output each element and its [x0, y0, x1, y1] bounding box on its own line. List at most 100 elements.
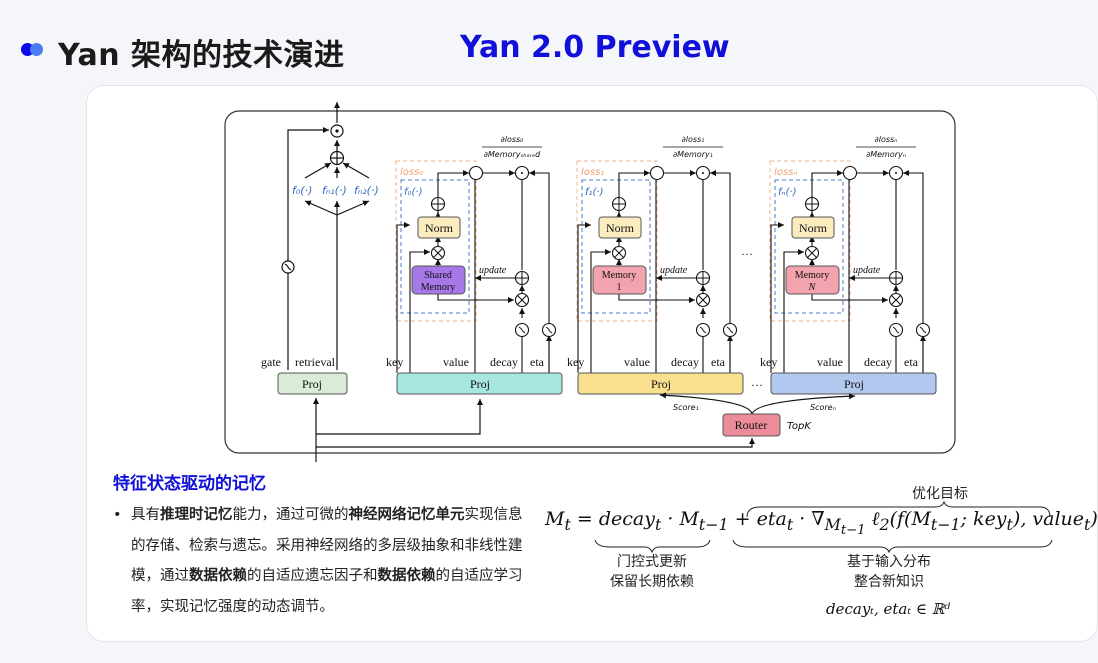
- title-bullet-icon: [21, 43, 45, 57]
- score-1-label: Score₁: [673, 403, 699, 412]
- subtract-icon: [842, 165, 858, 181]
- update-label: update: [660, 265, 688, 276]
- grad-denominator: ∂Memory₁: [673, 150, 713, 159]
- grad-numerator: ∂loss₁: [682, 135, 705, 144]
- decay-label: decay: [864, 355, 892, 369]
- loss-region: [769, 160, 851, 322]
- flow-line: [396, 222, 410, 373]
- memory-module-2: ∂lossₙ∂Memoryₙlossₙfₙ(·)NormMemoryNupdat…: [760, 135, 937, 395]
- memory-label-line2: Memory: [421, 282, 455, 293]
- value-label: value: [443, 355, 469, 369]
- update-label: update: [479, 265, 507, 276]
- left-note: 门控式更新 保留长期依赖: [610, 554, 694, 590]
- flow-line: [783, 249, 804, 373]
- memory-update-formula: Mt = decayt · Mt−1 + etat · ∇Mt−1 ℓ2(f(M…: [545, 508, 1098, 538]
- parameter-set: decayₜ, etaₜ ∈ ℝᵈ: [826, 600, 951, 618]
- memory-label-line2: 1: [617, 282, 622, 293]
- module-proj-label: Proj: [651, 377, 671, 391]
- bullet-icon: •: [113, 507, 122, 523]
- page-title: Yan 架构的技术演进: [58, 38, 345, 73]
- memory-label-line1: Shared: [424, 270, 452, 281]
- retrieval-label: retrieval: [295, 355, 336, 369]
- underbrace-right: [732, 539, 1053, 554]
- subtract-icon: [468, 165, 484, 181]
- retrieval-proj-label: Proj: [302, 377, 322, 391]
- eta-label: eta: [530, 355, 545, 369]
- header: Yan 架构的技术演进 Yan 2.0 Preview: [0, 28, 1080, 73]
- norm-label: Norm: [606, 221, 635, 235]
- decay-label: decay: [490, 355, 518, 369]
- function-label: f₁(·): [585, 187, 604, 198]
- loss-label: loss₁: [581, 167, 604, 178]
- update-label: update: [853, 265, 881, 276]
- branch-f0: f₀(·): [292, 184, 312, 197]
- branch-fn2: fₙ₂(·): [354, 184, 379, 197]
- norm-box[interactable]: [791, 216, 835, 239]
- norm-box[interactable]: [598, 216, 642, 239]
- flow-line: [437, 292, 514, 303]
- objective-label: 优化目标: [912, 486, 968, 502]
- value-label: value: [817, 355, 843, 369]
- section-title: 特征状态驱动的记忆: [113, 474, 266, 494]
- emphasis-text: 推理时记忆: [160, 507, 233, 523]
- function-region: [774, 179, 844, 314]
- loss-label: lossₙ: [774, 167, 797, 178]
- input-lines: [313, 398, 755, 462]
- description-paragraph: • 具有推理时记忆能力，通过可微的神经网络记忆单元实现信息的存储、检索与遗忘。采…: [113, 500, 528, 622]
- page-subtitle: Yan 2.0 Preview: [460, 30, 730, 65]
- loss-label: loss₀: [400, 167, 423, 178]
- formula-text: Mt = decayt · Mt−1 + etat · ∇Mt−1 ℓ2(f(M…: [545, 508, 1098, 538]
- function-label: fₙ(·): [778, 187, 797, 198]
- eta-label: eta: [904, 355, 919, 369]
- function-region: [581, 179, 651, 314]
- function-label: f₀(·): [404, 187, 423, 198]
- module-proj-label: Proj: [470, 377, 490, 391]
- key-label: key: [386, 355, 403, 369]
- router-links: [659, 392, 856, 415]
- score-n-label: Scoreₙ: [810, 403, 836, 412]
- memory-label-line2: N: [808, 282, 817, 293]
- loss-region: [395, 160, 477, 322]
- module-proj-label: Proj: [844, 377, 864, 391]
- flow-line: [409, 249, 430, 373]
- flow-line: [529, 170, 550, 373]
- description-text: 具有推理时记忆能力，通过可微的神经网络记忆单元实现信息的存储、检索与遗忘。采用神…: [131, 500, 528, 622]
- body-text: 具有: [131, 507, 160, 523]
- ellipsis-bottom: ···: [751, 378, 763, 392]
- grad-numerator: ∂loss₀: [501, 135, 525, 144]
- body-text: 的自适应学习率，实现记忆强度的动态调节。: [131, 568, 523, 615]
- branch-fn1: fₙ₁(·): [322, 184, 347, 197]
- router-label: Router: [735, 418, 768, 432]
- emphasis-text: 数据依赖: [189, 568, 247, 584]
- retrieval-proj-box[interactable]: [277, 372, 348, 395]
- retrieval-head: [281, 102, 370, 370]
- content-card: [86, 85, 1098, 642]
- memory-box[interactable]: [411, 265, 466, 295]
- flow-line: [903, 170, 924, 373]
- emphasis-text: 神经网络记忆单元: [348, 507, 465, 523]
- memory-box[interactable]: [785, 265, 840, 295]
- flow-line: [577, 222, 591, 373]
- norm-box[interactable]: [417, 216, 461, 239]
- underbrace-left: [594, 539, 711, 554]
- memory-box[interactable]: [592, 265, 647, 295]
- memory-label-line1: Memory: [602, 270, 636, 281]
- body-text: 实现信息的存储、检索与遗忘。采用神经网络的多层级抽象和非线性建模，通过: [131, 507, 523, 584]
- grad-denominator: ∂Memoryₛₕₐᵣₑd: [484, 150, 541, 159]
- grad-denominator: ∂Memoryₙ: [866, 150, 906, 159]
- router-box[interactable]: [722, 413, 781, 437]
- gate-label: gate: [261, 355, 281, 369]
- eta-label: eta: [711, 355, 726, 369]
- memory-module-0: ∂loss₀∂Memoryₛₕₐᵣₑdloss₀f₀(·)NormSharedM…: [386, 135, 563, 395]
- right-note: 基于输入分布 整合新知识: [847, 554, 931, 590]
- overbrace: [746, 500, 1051, 518]
- flow-line: [811, 292, 888, 303]
- loss-region: [576, 160, 658, 322]
- module-proj-box[interactable]: [396, 372, 563, 395]
- norm-label: Norm: [799, 221, 828, 235]
- emphasis-text: 数据依赖: [377, 568, 436, 584]
- topk-label: TopK: [787, 421, 812, 432]
